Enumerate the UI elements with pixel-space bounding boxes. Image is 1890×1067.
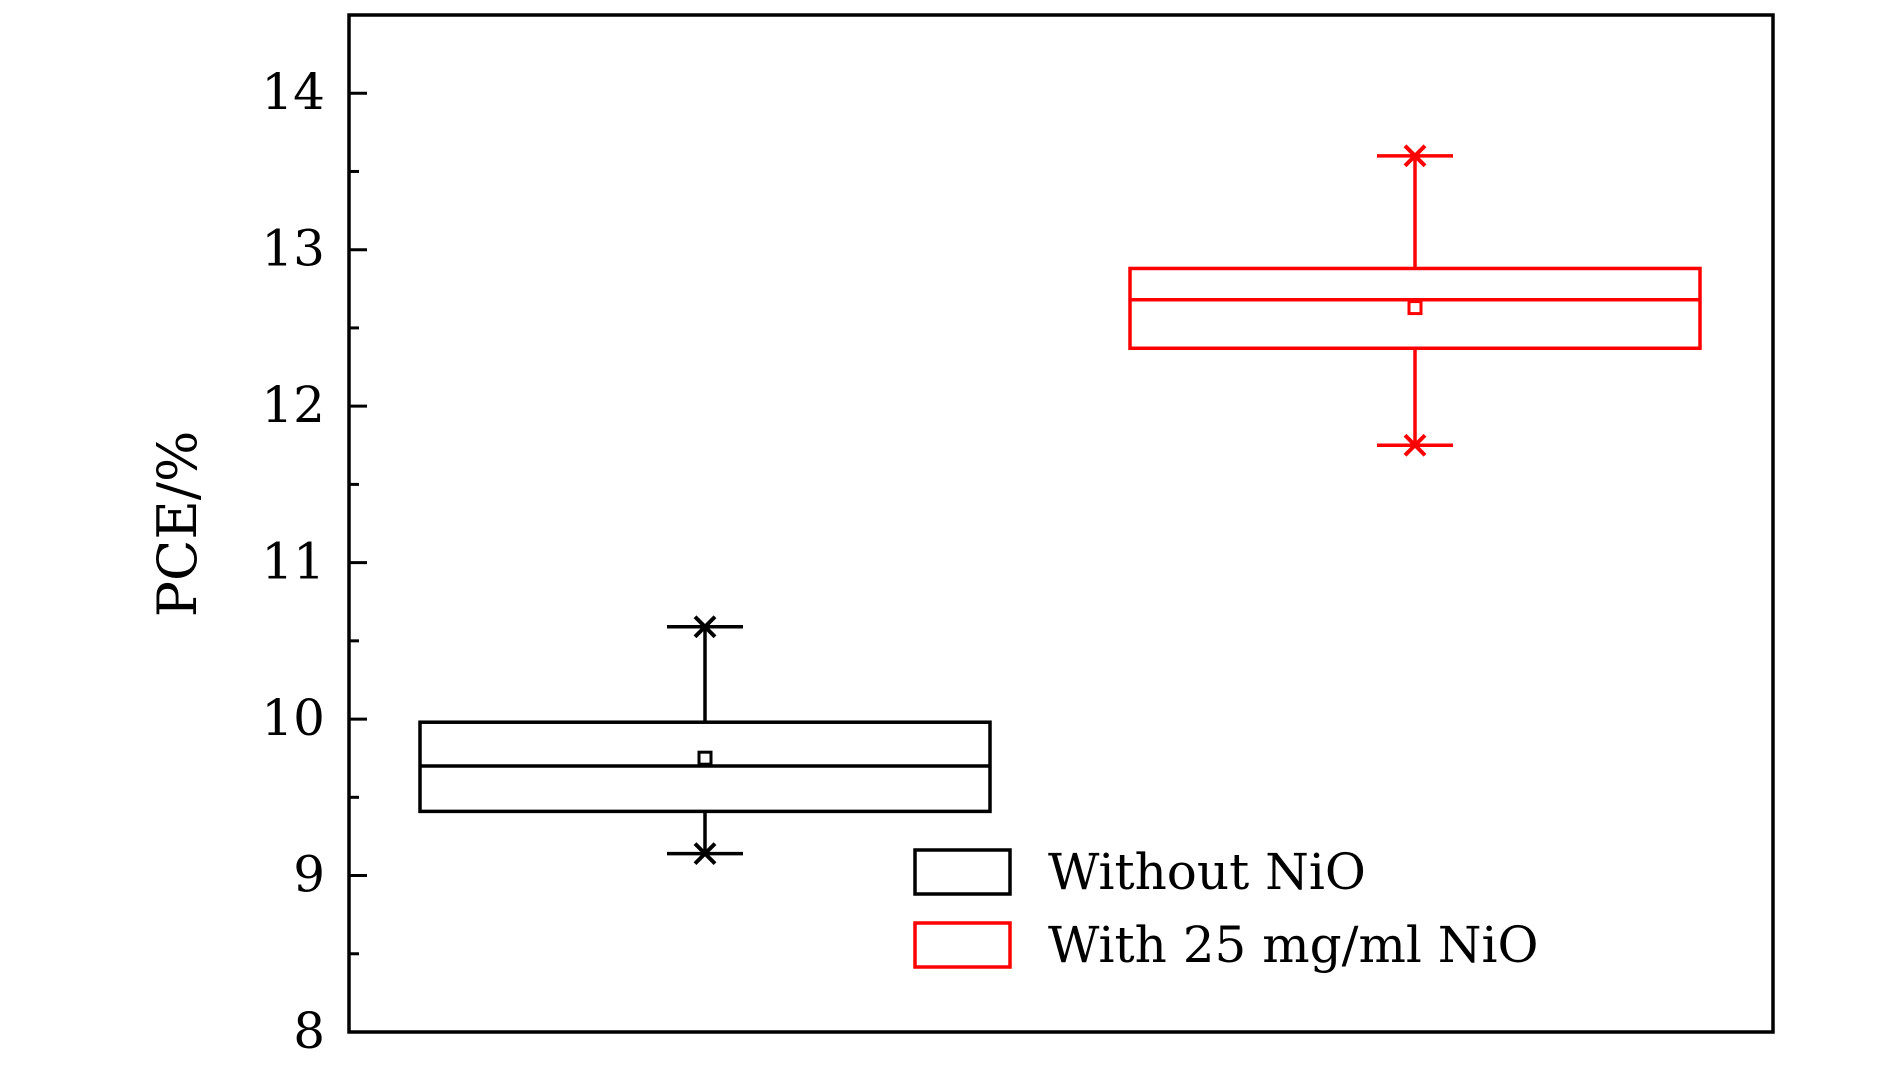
y-tick-label: 9 — [293, 846, 325, 904]
legend-swatch — [913, 921, 1012, 969]
legend-item-1: Without NiO — [913, 843, 1366, 901]
min-marker — [693, 842, 717, 866]
series-layer — [418, 144, 1702, 866]
legend-item-2: With 25 mg/ml NiO — [913, 916, 1539, 974]
y-tick-label: 12 — [261, 376, 325, 434]
max-marker — [693, 615, 717, 639]
mean-marker — [1407, 300, 1423, 316]
max-marker — [1403, 144, 1427, 168]
y-axis-label: PCE/% — [146, 431, 209, 618]
plot-frame — [347, 13, 1775, 1034]
mean-marker — [697, 750, 713, 766]
y-tick-label: 14 — [261, 63, 325, 121]
y-tick-label: 10 — [261, 689, 325, 747]
legend-label: Without NiO — [1048, 843, 1366, 901]
legend: Without NiO With 25 mg/ml NiO — [913, 843, 1539, 974]
y-tick-label: 11 — [261, 533, 325, 591]
box-series-2 — [1128, 144, 1702, 457]
legend-label: With 25 mg/ml NiO — [1048, 916, 1539, 974]
box-series-1 — [418, 615, 992, 866]
y-tick-label: 8 — [293, 1002, 325, 1060]
y-tick-label: 13 — [261, 220, 325, 278]
legend-swatch — [913, 848, 1012, 896]
min-marker — [1403, 433, 1427, 457]
